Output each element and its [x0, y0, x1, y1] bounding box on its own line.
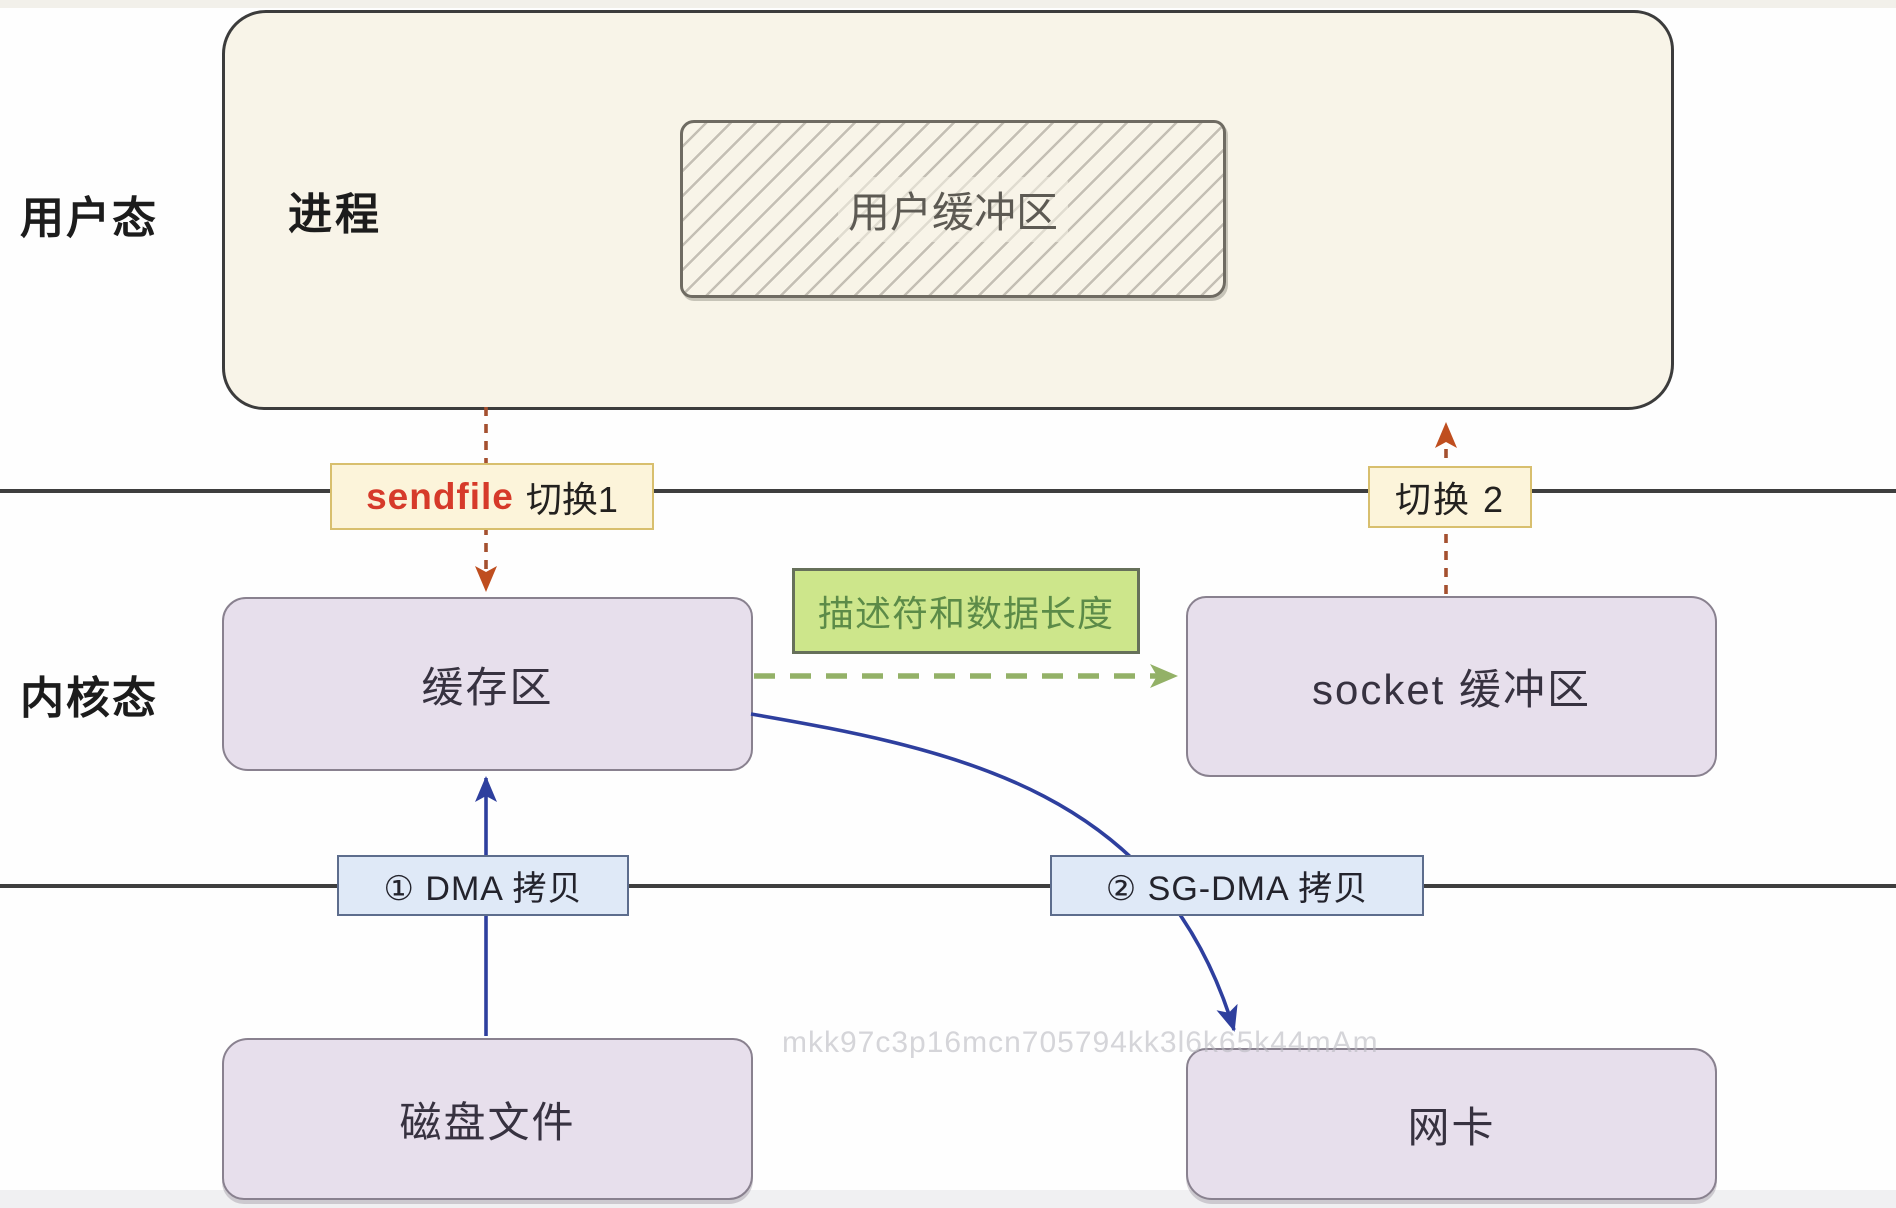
dma-copy-label: ① DMA 拷贝	[383, 870, 583, 908]
nic-label: 网卡	[1407, 1103, 1496, 1151]
descriptor-tag: 描述符和数据长度	[792, 568, 1140, 654]
socket-buffer-box: socket 缓冲区	[1186, 596, 1717, 777]
sg-dma-copy-label: ② SG-DMA 拷贝	[1105, 870, 1369, 908]
nic-box: 网卡	[1186, 1048, 1717, 1200]
socket-buffer-label: socket 缓冲区	[1311, 666, 1592, 713]
process-label: 进程	[288, 190, 382, 239]
sendfile-keyword: sendfile	[366, 475, 514, 517]
switch2-label: 切换 2	[1394, 479, 1506, 520]
descriptor-label: 描述符和数据长度	[817, 593, 1114, 634]
kernel-buffer-label: 缓存区	[421, 663, 554, 711]
sendfile-switch1-tag: sendfile 切换1	[330, 463, 654, 530]
disk-file-label: 磁盘文件	[399, 1098, 576, 1146]
kernel-hardware-boundary-line	[0, 884, 1896, 888]
kernel-mode-label: 内核态	[20, 674, 158, 723]
user-buffer-label: 用户缓冲区	[837, 176, 1068, 242]
switch1-label: 切换1	[525, 478, 618, 520]
watermark-text: mkk97c3p16mcn705794kk3l6k65k44mAm	[782, 1026, 1379, 1059]
kernel-buffer-box: 缓存区	[222, 597, 753, 771]
user-mode-label: 用户态	[20, 194, 158, 243]
switch2-tag: 切换 2	[1368, 466, 1532, 528]
disk-file-box: 磁盘文件	[222, 1038, 753, 1200]
user-buffer-box: 用户缓冲区	[680, 120, 1226, 298]
dma-copy-tag: ① DMA 拷贝	[337, 855, 629, 916]
sg-dma-copy-tag: ② SG-DMA 拷贝	[1050, 855, 1424, 916]
user-kernel-boundary-line	[0, 489, 1896, 493]
top-edge-band	[0, 0, 1896, 8]
